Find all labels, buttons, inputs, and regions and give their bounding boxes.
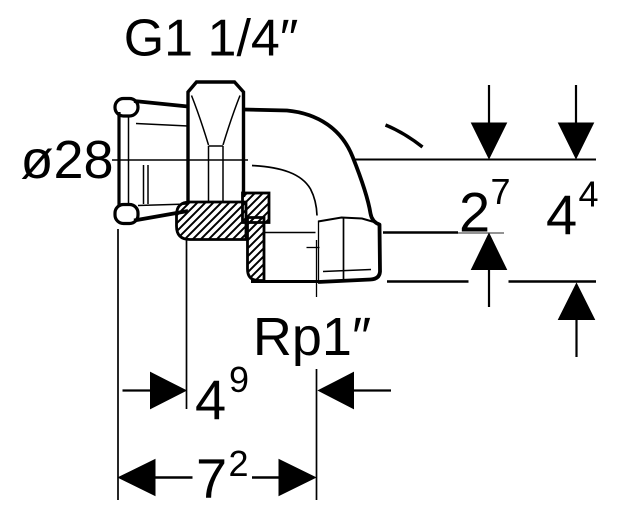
elbow-outer-contour xyxy=(243,107,382,284)
elbow-body xyxy=(243,107,424,284)
dim27-arrow-down xyxy=(470,122,508,160)
press-socket xyxy=(113,96,189,226)
hex-top-edge xyxy=(317,216,378,224)
dimension-44 xyxy=(387,85,596,357)
dim44-arrow-down xyxy=(557,122,595,160)
union-section xyxy=(175,191,271,282)
socket-bottom-inner xyxy=(137,203,189,207)
dim72-sup: 2 xyxy=(229,443,249,484)
dim72-value: 7 xyxy=(196,447,227,510)
press-bead-bottom xyxy=(113,202,140,226)
nut-chamfer-left xyxy=(190,95,210,146)
dim44-value: 4 xyxy=(546,183,577,246)
elbow-outer-dash xyxy=(384,123,424,149)
outlet-hex xyxy=(251,216,378,283)
union-nut xyxy=(186,80,246,202)
dimension-72 xyxy=(117,458,317,497)
section-outlet-wall xyxy=(246,216,266,282)
press-bead-top xyxy=(113,96,140,118)
label-thread-top: G1 1/4″ xyxy=(124,10,299,68)
dim27-value: 2 xyxy=(459,181,490,244)
dim44-arrow-up xyxy=(557,282,596,320)
socket-top-edge xyxy=(133,99,189,109)
dim49-arrow-left xyxy=(317,371,354,410)
dimension-27 xyxy=(383,85,508,307)
dim27-sup: 7 xyxy=(491,171,511,212)
label-thread-bottom: Rp1″ xyxy=(253,307,371,367)
dim49-arrow-right xyxy=(150,371,188,410)
dim72-arrow-right xyxy=(278,458,317,497)
dimension-49 xyxy=(122,371,391,410)
elbow-inner-contour xyxy=(251,164,318,216)
section-flange-band xyxy=(175,200,248,241)
label-diameter-left: ø28 xyxy=(20,130,113,190)
dim44-sup: 4 xyxy=(579,174,599,215)
socket-top-inner xyxy=(135,122,189,127)
centerlines xyxy=(112,158,596,500)
hex-bottom-chamfer xyxy=(322,268,372,273)
dim49-sup: 9 xyxy=(229,359,249,400)
socket-bottom-edge xyxy=(133,209,189,223)
nut-chamfer-right xyxy=(222,95,241,146)
dim49-value: 4 xyxy=(195,368,226,431)
dim72-arrow-left xyxy=(117,458,156,497)
nut-outline xyxy=(186,80,246,202)
